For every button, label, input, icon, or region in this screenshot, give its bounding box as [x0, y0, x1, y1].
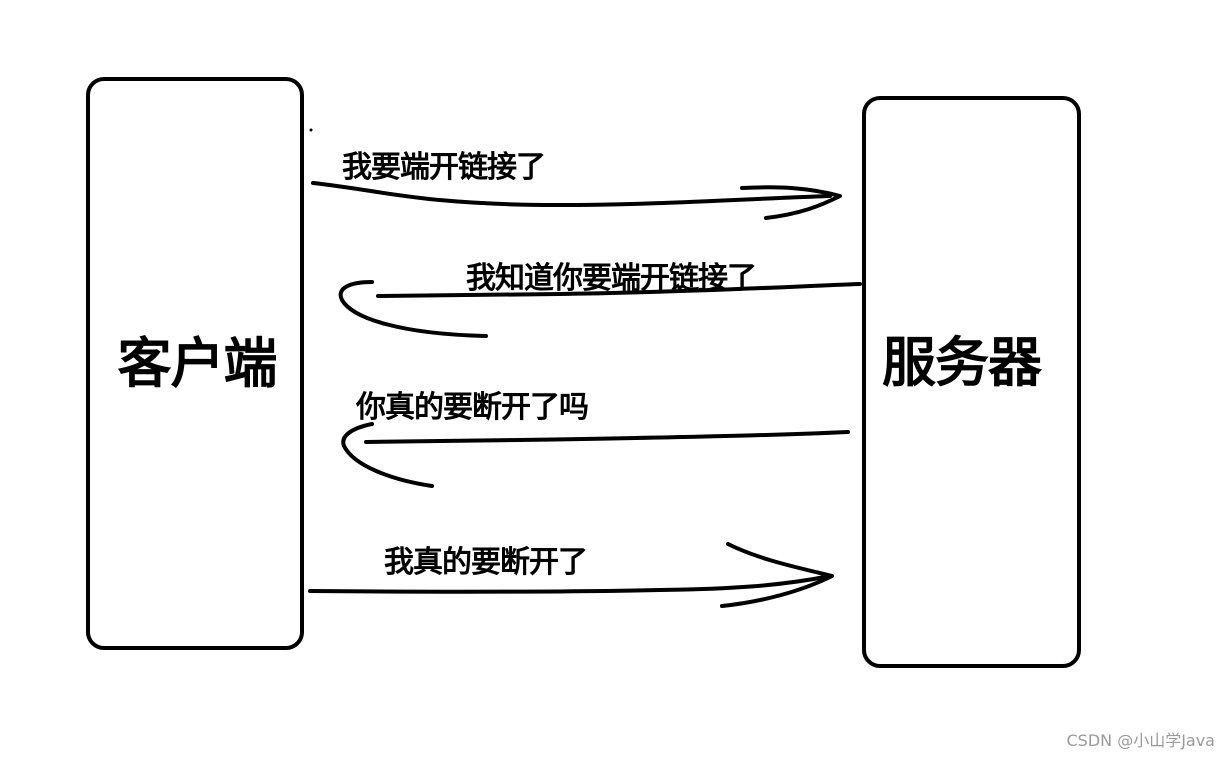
- message-4: 我真的要断开了: [384, 545, 588, 580]
- message-1: 我要端开链接了: [342, 150, 546, 185]
- arrow-1-line: [311, 181, 832, 207]
- arrow-2-head: [338, 280, 488, 338]
- stray-dot: [309, 128, 313, 132]
- arrow-3-head: [341, 422, 434, 488]
- arrow-1-head: [740, 185, 842, 220]
- arrow-2-line: [376, 282, 862, 298]
- arrow-4-head: [720, 542, 834, 608]
- watermark: CSDN @小山学Java: [1066, 731, 1215, 750]
- server-label: 服务器: [882, 330, 1042, 394]
- arrow-3-line: [364, 430, 850, 444]
- client-box: 客户端: [86, 77, 304, 650]
- message-2: 我知道你要端开链接了: [466, 261, 757, 296]
- arrow-4-line: [308, 574, 832, 594]
- client-label: 客户端: [117, 332, 278, 395]
- server-box: 服务器: [862, 96, 1081, 668]
- message-3: 你真的要断开了吗: [356, 390, 589, 425]
